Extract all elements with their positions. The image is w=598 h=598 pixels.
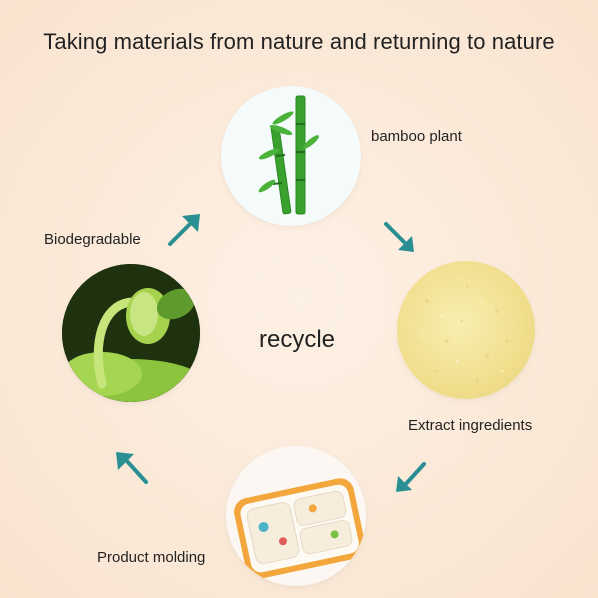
sprout-icon (62, 264, 200, 402)
molded-plate-image (226, 446, 366, 586)
step-label-biodegradable: Biodegradable (44, 231, 141, 248)
arrow-bamboo-to-extract-icon (380, 218, 420, 258)
powder-texture (420, 284, 509, 383)
bamboo-icon (258, 95, 319, 215)
arrow-biodegradable-to-bamboo-icon (164, 210, 204, 250)
step-label-extract-ingredients: Extract ingredients (408, 417, 533, 434)
step-label-bamboo-plant: bamboo plant (371, 128, 462, 145)
step-label-product-molding: Product molding (97, 549, 206, 566)
bamboo-plant-image (221, 86, 361, 226)
arrow-extract-to-molding-icon (392, 458, 432, 498)
center-label: recycle (259, 326, 336, 353)
plate-icon (234, 478, 366, 579)
diagram-title: Taking materials from nature and returni… (43, 29, 555, 54)
arrow-molding-to-biodegradable-icon (112, 448, 152, 488)
extracted-powder-image (397, 261, 535, 399)
sprout-seedling-image (62, 264, 200, 402)
